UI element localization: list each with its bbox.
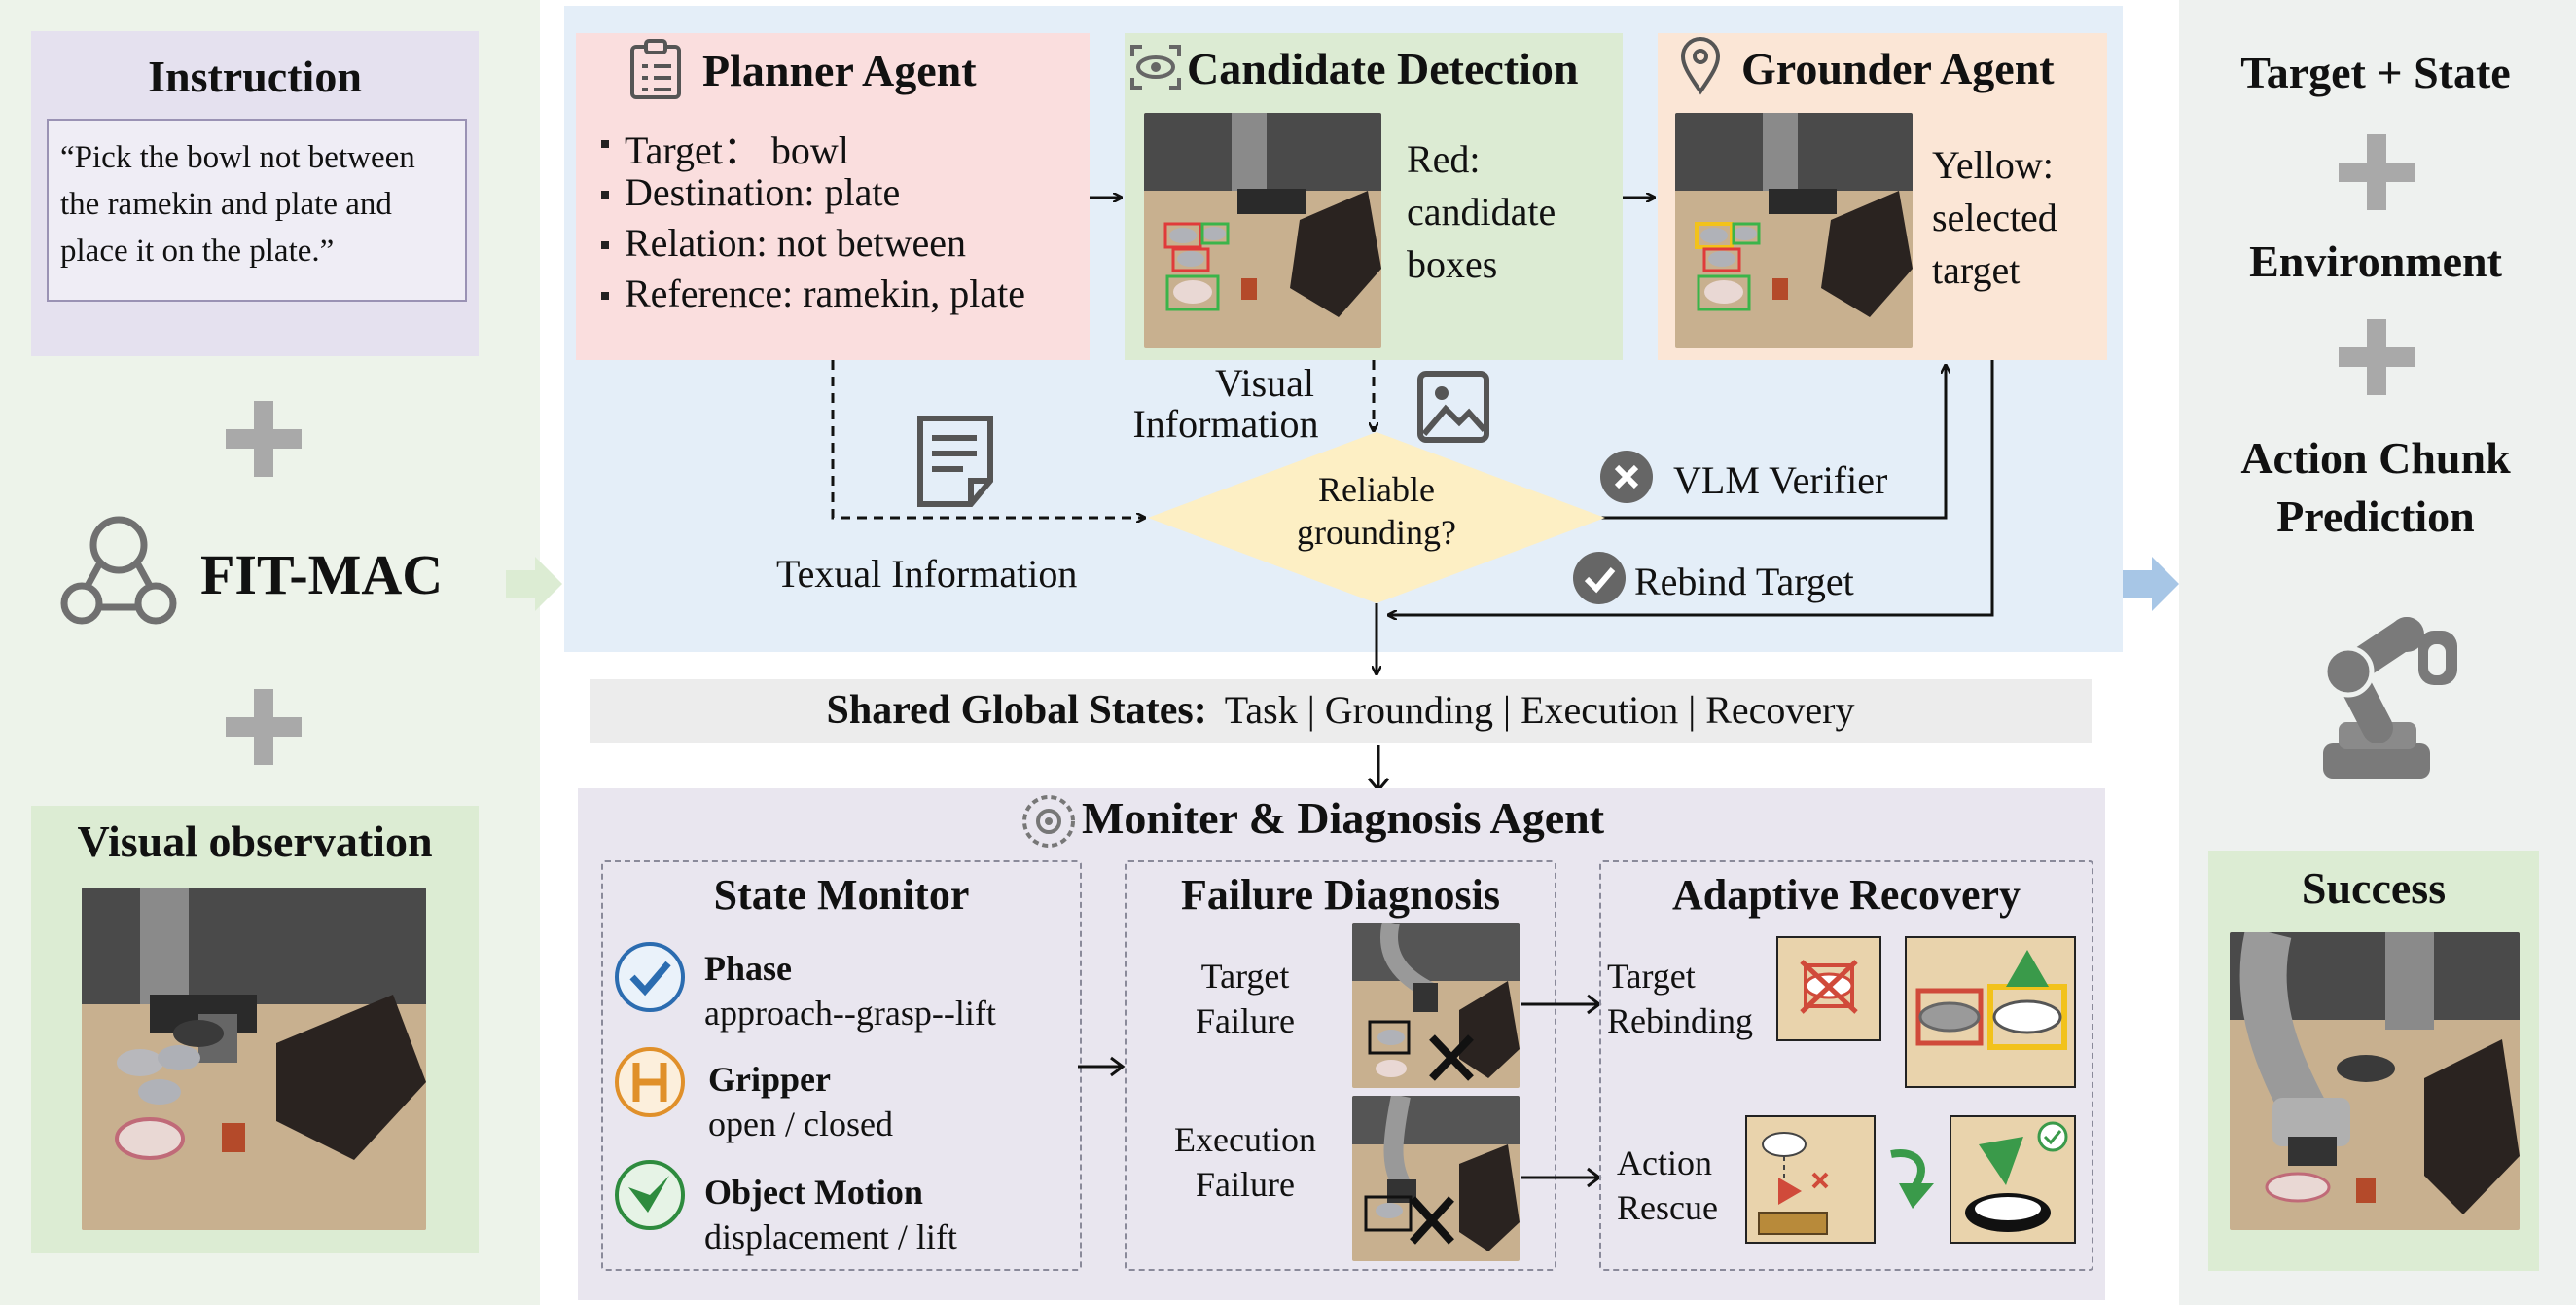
planner-item: Target： bowl — [625, 128, 849, 172]
robot-arm-icon — [2322, 617, 2457, 779]
grounder-caption: selected — [1932, 196, 2057, 239]
monitor-arrow-icon — [1078, 1056, 1126, 1077]
check-arrow-icon — [615, 1160, 685, 1230]
recovery-arrow-icon — [1780, 1109, 1790, 1119]
bullet-icon — [601, 292, 609, 300]
shared-states-bar — [590, 679, 2092, 743]
action-chunk-label: Action Chunk — [2240, 433, 2511, 483]
adaptive-recovery-title: Adaptive Recovery — [1671, 871, 2021, 919]
phase-label: Phase — [704, 949, 792, 988]
instruction-line: “Pick the bowl not between — [60, 140, 415, 175]
visual-information-label: Visual — [1214, 361, 1315, 405]
decision-text: grounding? — [1297, 513, 1456, 552]
action-chunk-label: Prediction — [2276, 491, 2475, 541]
object-motion-label: Object Motion — [704, 1173, 923, 1212]
instruction-line: the ramekin and plate and — [60, 187, 392, 222]
planner-item: Relation: not between — [625, 221, 967, 265]
plus-icon — [226, 401, 302, 477]
decision-diamond — [1148, 432, 1605, 603]
failure-diagnosis-box — [1125, 860, 1556, 1271]
detection-image — [1144, 113, 1381, 348]
bullet-icon — [601, 191, 609, 199]
visual-information-label: Information — [1132, 402, 1319, 446]
instruction-title: Instruction — [148, 52, 362, 101]
failure-arrow-icon — [1521, 1167, 1602, 1188]
rebind-wrong-icon — [1776, 936, 1881, 1041]
settings-icon — [1022, 795, 1075, 848]
flow-arrow-icon — [506, 557, 562, 611]
plus-icon — [226, 689, 302, 765]
grounder-image — [1675, 113, 1913, 348]
rescue-curved-arrow-icon — [1890, 1149, 1934, 1209]
planner-agent-title: Planner Agent — [702, 46, 977, 95]
visual-observation-title: Visual observation — [77, 816, 433, 866]
action-rescue-label: Action — [1617, 1143, 1712, 1182]
location-pin-icon — [1680, 37, 1721, 95]
execution-failure-image — [1352, 1096, 1520, 1261]
rebind-target-label: Rebind Target — [1634, 560, 1854, 603]
execution-failure-label: Execution — [1174, 1120, 1316, 1159]
bullet-icon — [601, 241, 609, 249]
detection-caption: boxes — [1407, 242, 1498, 286]
rescue-fail-icon — [1745, 1115, 1876, 1244]
brand-title: FIT-MAC — [200, 543, 444, 606]
target-failure-label: Failure — [1196, 1001, 1295, 1040]
scan-eye-icon — [1130, 45, 1181, 90]
shared-states-row: Shared Global States: Task | Grounding |… — [590, 687, 2092, 734]
action-rescue-label: Rescue — [1617, 1188, 1718, 1227]
vlm-verifier-label: VLM Verifier — [1673, 458, 1888, 502]
target-failure-label: Target — [1200, 957, 1290, 996]
instruction-text-box: “Pick the bowl not between the ramekin a… — [47, 119, 467, 302]
target-rebinding-label: Rebinding — [1607, 1001, 1753, 1040]
fit-mac-logo-icon — [60, 516, 177, 625]
plus-icon — [2339, 134, 2415, 210]
target-rebinding-label: Target — [1607, 957, 1696, 996]
rebind-correct-icon — [1905, 936, 2076, 1088]
grounder-caption: Yellow: — [1932, 143, 2054, 187]
grounder-caption: target — [1932, 248, 2021, 292]
shared-states-values: Task | Grounding | Execution | Recovery — [1224, 688, 1855, 732]
check-circle-icon — [1573, 552, 1626, 604]
shared-states-label: Shared Global States: — [826, 688, 1207, 733]
rescue-success-icon — [1950, 1115, 2076, 1244]
connector-lines — [831, 6, 1994, 677]
instruction-line: place it on the plate.” — [60, 234, 335, 269]
candidate-detection-title: Candidate Detection — [1187, 44, 1579, 93]
gripper-h-icon — [615, 1047, 685, 1117]
detection-caption: candidate — [1407, 190, 1556, 234]
target-state-label: Target + State — [2240, 48, 2511, 97]
state-monitor-title: State Monitor — [713, 871, 970, 919]
decision-text: Reliable — [1318, 470, 1435, 509]
output-arrow-icon — [2123, 557, 2179, 611]
close-circle-icon — [1600, 451, 1653, 503]
check-circle-icon — [615, 942, 685, 1012]
document-icon — [917, 416, 993, 507]
environment-label: Environment — [2249, 236, 2502, 286]
adaptive-recovery-box — [1599, 860, 2093, 1271]
detection-caption: Red: — [1407, 137, 1481, 181]
phase-desc: approach--grasp--lift — [704, 994, 996, 1033]
image-icon — [1417, 371, 1489, 443]
object-motion-desc: displacement / lift — [704, 1217, 957, 1256]
grounder-agent-title: Grounder Agent — [1741, 44, 2055, 93]
down-arrow-icon — [1367, 745, 1390, 792]
observation-image — [82, 888, 426, 1230]
execution-failure-label: Failure — [1196, 1165, 1295, 1204]
textual-information-label: Texual Information — [776, 552, 1078, 596]
monitor-title: Moniter & Diagnosis Agent — [1082, 793, 1605, 843]
clipboard-icon — [630, 39, 681, 99]
bullet-icon — [601, 140, 609, 148]
failure-diagnosis-title: Failure Diagnosis — [1180, 871, 1500, 919]
target-failure-image — [1352, 923, 1520, 1088]
gripper-desc: open / closed — [708, 1105, 893, 1143]
planner-item: Reference: ramekin, plate — [625, 272, 1025, 315]
planner-item: Destination: plate — [625, 170, 901, 214]
gripper-label: Gripper — [708, 1060, 831, 1099]
failure-arrow-icon — [1521, 994, 1602, 1015]
success-label: Success — [2301, 863, 2447, 913]
success-image — [2230, 932, 2520, 1230]
plus-icon — [2339, 319, 2415, 395]
